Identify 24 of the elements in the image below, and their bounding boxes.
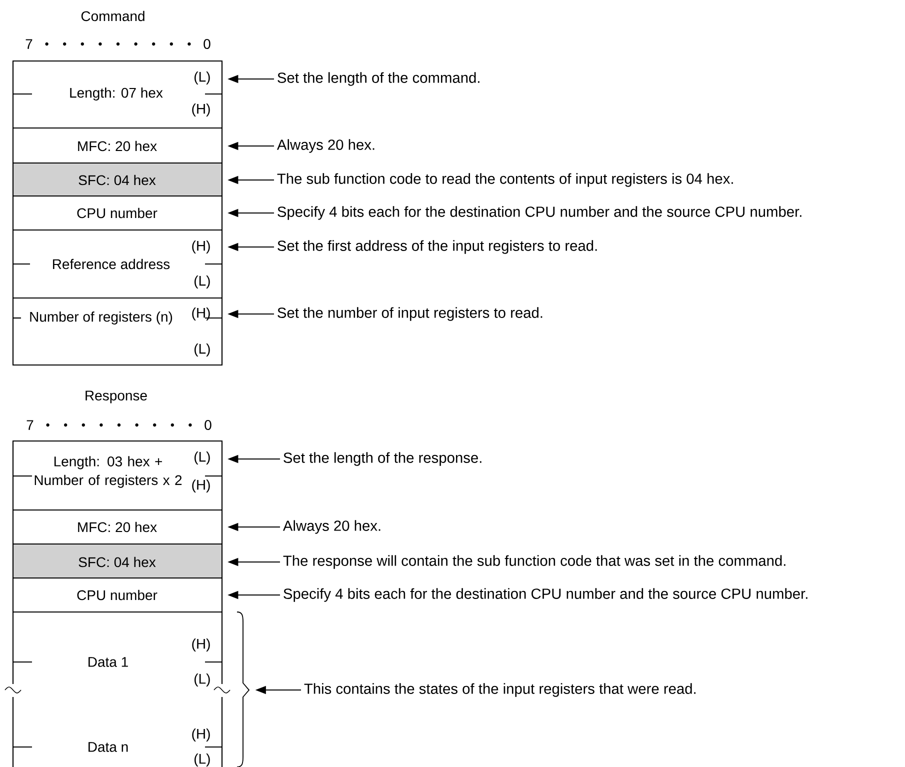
annotation: The response will contain the sub function code that was set in the command. [283,555,786,569]
field-box: SFC: 04 hex [12,162,223,197]
field-box: Length: 03 hex + Number of registers x 2 (L) (H) [12,440,223,511]
field-box: SFC: 04 hex [12,543,223,579]
field-box: CPU number [12,577,223,613]
field-box: Data 1 (H) (L) [4,612,230,694]
annotation: Set the first address of the input registers to read. [278,240,597,254]
heading: Response [86,390,147,404]
field-box: CPU number [12,195,223,231]
annotation: Specify 4 bits each for the destination CPU number and the source CPU number. [284,588,808,602]
field-box: Length: 07 hex (L) (H) [12,60,223,129]
annotation: Always 20 hex. [282,520,380,534]
field-box: Data n (H) (L) [12,697,223,767]
annotation: Set the number of input registers to read. [278,307,542,321]
annotation: Set the length of the command. [278,72,480,86]
field-box: Number of registers (n) (H) (L) [12,297,223,366]
heading: Command [81,10,144,22]
annotation: The sub function code to read the contents of input registers is 04 hex. [277,173,733,187]
annotation: Always 20 hex. [276,139,374,153]
brace [236,612,250,767]
field-box: Reference address (H) (L) [12,229,223,299]
annotation: This contains the states of the input registers that were read. [304,683,696,697]
annotation: Set the length of the response. [284,452,482,466]
annotation: Specify 4 bits each for the destination CPU number and the source CPU number. [278,206,802,220]
